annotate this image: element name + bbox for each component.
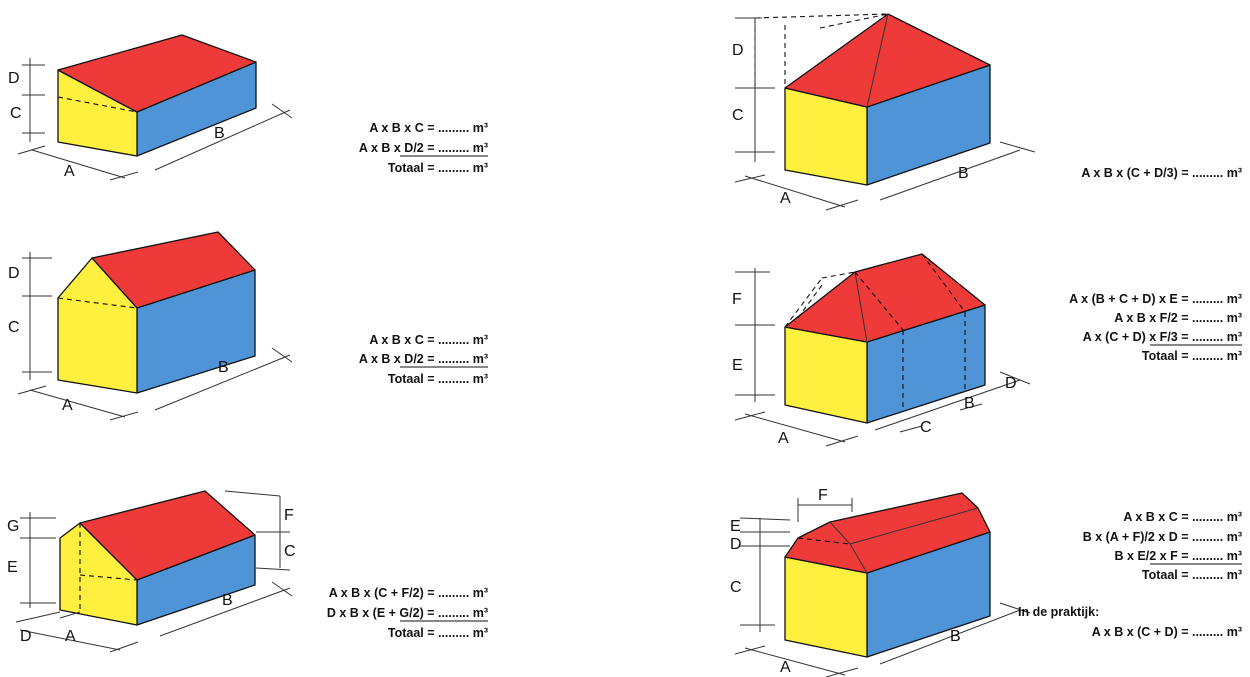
formula-5-total: Totaal = ......... m³	[1142, 349, 1242, 363]
house-5-front-wall	[784, 326, 868, 424]
figure-4-hip-roof-house: D C A B A x B x (C + D/3) = ......... m³	[732, 13, 1242, 211]
label-F: F	[284, 507, 294, 524]
formula-2-line-1: A x B x C = ......... m³	[369, 333, 488, 347]
label-A: A	[65, 628, 76, 645]
house-3-dimension-lines	[15, 490, 293, 653]
formula-3-total: Totaal = ......... m³	[388, 626, 488, 640]
formula-3-line-1: A x B x (C + F/2) = ......... m³	[329, 586, 488, 600]
formula-5-line-3: A x (C + D) x F/3 = ......... m³	[1083, 330, 1242, 344]
house-6-dimension-lines	[734, 498, 1031, 677]
label-A: A	[62, 397, 73, 414]
house-4-dimension-lines	[734, 17, 1036, 211]
formula-1-total: Totaal = ......... m³	[388, 161, 488, 175]
label-C: C	[732, 107, 744, 124]
house-5-dimension-lines	[734, 268, 1031, 447]
formula-5-line-2: A x B x F/2 = ......... m³	[1114, 311, 1242, 325]
formula-1-line-2: A x B x D/2 = ......... m³	[359, 141, 488, 155]
label-D: D	[20, 628, 32, 645]
label-F: F	[818, 487, 828, 504]
figure-2-gable-front-house: D C A B A x B x C = ......... m³ A x B x…	[8, 231, 488, 421]
figure-6-mansard-roof-house: F E D C A B A x B x C = ......... m³ B x…	[730, 487, 1242, 677]
formula-6-line-3: B x E/2 x F = ......... m³	[1115, 549, 1242, 563]
formula-2-total: Totaal = ......... m³	[388, 372, 488, 386]
label-C: C	[730, 579, 742, 596]
figure-1-saddle-roof-house: D C A B A x B x C = ......... m³ A x B x…	[8, 34, 488, 181]
house-5-dashed-lines	[784, 253, 966, 408]
label-B: B	[958, 165, 969, 182]
practice-note-formula: A x B x (C + D) = ......... m³	[1092, 625, 1242, 639]
label-C: C	[10, 105, 22, 122]
label-A: A	[780, 659, 791, 676]
label-B: B	[214, 125, 225, 142]
formula-3-line-2: D x B x (E + G/2) = ......... m³	[327, 606, 488, 620]
label-A: A	[64, 163, 75, 180]
formula-5-line-1: A x (B + C + D) x E = ......... m³	[1069, 292, 1242, 306]
label-E: E	[732, 357, 743, 374]
label-B: B	[950, 628, 961, 645]
formula-6-total: Totaal = ......... m³	[1142, 568, 1242, 582]
label-B: B	[218, 359, 229, 376]
figure-3-extended-gable-house: G E F C D A B A x B x (C + F/2) = ......…	[7, 490, 488, 653]
label-D: D	[732, 42, 744, 59]
formula-2-line-2: A x B x D/2 = ......... m³	[359, 352, 488, 366]
house-1-roof	[57, 34, 257, 113]
label-D: D	[8, 70, 20, 87]
formula-6-line-1: A x B x C = ......... m³	[1123, 510, 1242, 524]
practice-note-heading: In de praktijk:	[1018, 605, 1099, 619]
label-A: A	[780, 190, 791, 207]
label-B: B	[964, 395, 975, 412]
label-C: C	[284, 543, 296, 560]
label-F: F	[732, 291, 742, 308]
label-C: C	[920, 419, 932, 436]
label-A: A	[778, 430, 789, 447]
house-1-dimension-lines	[17, 58, 293, 181]
label-B: B	[222, 592, 233, 609]
house-5-roof	[784, 253, 986, 343]
house-2-front-wall	[57, 257, 138, 394]
label-E: E	[730, 518, 741, 535]
label-D: D	[1005, 375, 1017, 392]
house-3-roof	[79, 490, 256, 581]
house-3-front-wall	[59, 522, 138, 626]
label-D: D	[730, 536, 742, 553]
formula-4-line-1: A x B x (C + D/3) = ......... m³	[1081, 166, 1242, 180]
label-C: C	[8, 319, 20, 336]
formula-1-line-1: A x B x C = ......... m³	[369, 121, 488, 135]
house-2-roof	[91, 231, 256, 309]
label-G: G	[7, 518, 19, 535]
house-6-front-wall	[784, 556, 868, 658]
label-D: D	[8, 265, 20, 282]
formula-6-line-2: B x (A + F)/2 x D = ......... m³	[1083, 530, 1242, 544]
figure-5-half-hip-house: F E A C B D A x (B + C + D) x E = ......…	[732, 253, 1242, 447]
house-2-dimension-lines	[17, 252, 293, 421]
house-4-roof-side	[784, 13, 991, 108]
label-E: E	[7, 559, 18, 576]
